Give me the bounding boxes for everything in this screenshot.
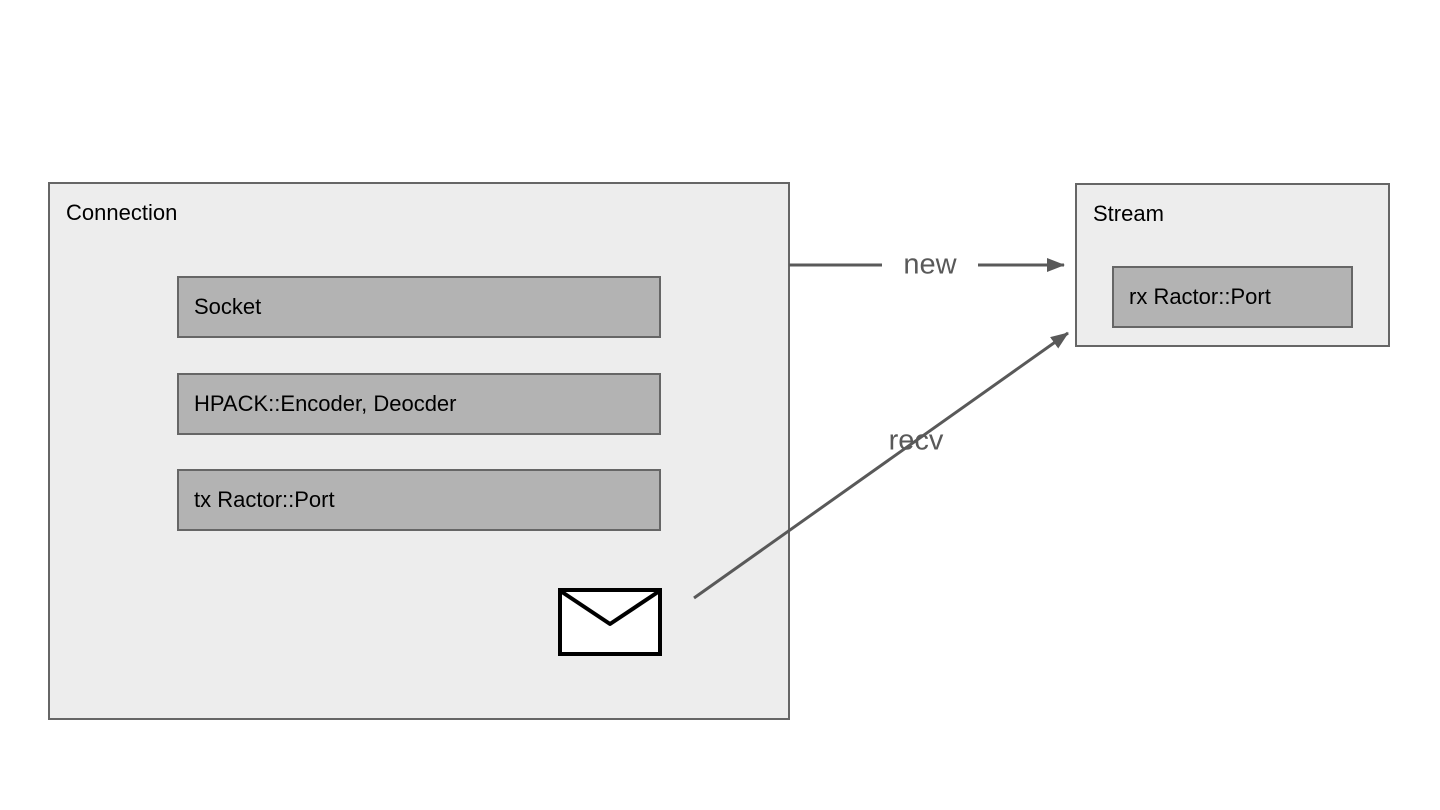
edge-label-recv: recv xyxy=(888,424,944,457)
node-tx-port-label: tx Ractor::Port xyxy=(194,487,335,512)
node-rx-ractor-port: rx Ractor::Port xyxy=(1112,266,1353,328)
stream-title: Stream xyxy=(1093,201,1164,226)
node-socket: Socket xyxy=(177,276,661,338)
edge-label-new: new xyxy=(903,248,957,281)
node-hpack-label: HPACK::Encoder, Deocder xyxy=(194,391,457,416)
connection-title: Connection xyxy=(66,200,178,225)
connection-group: Connection Socket HPACK::Encoder, Deocde… xyxy=(48,182,790,720)
node-rx-port-label: rx Ractor::Port xyxy=(1129,284,1271,309)
node-hpack-encoder-decoder: HPACK::Encoder, Deocder xyxy=(177,373,661,435)
stream-group: Stream rx Ractor::Port xyxy=(1075,183,1390,347)
node-socket-label: Socket xyxy=(194,294,262,319)
node-tx-ractor-port: tx Ractor::Port xyxy=(177,469,661,531)
